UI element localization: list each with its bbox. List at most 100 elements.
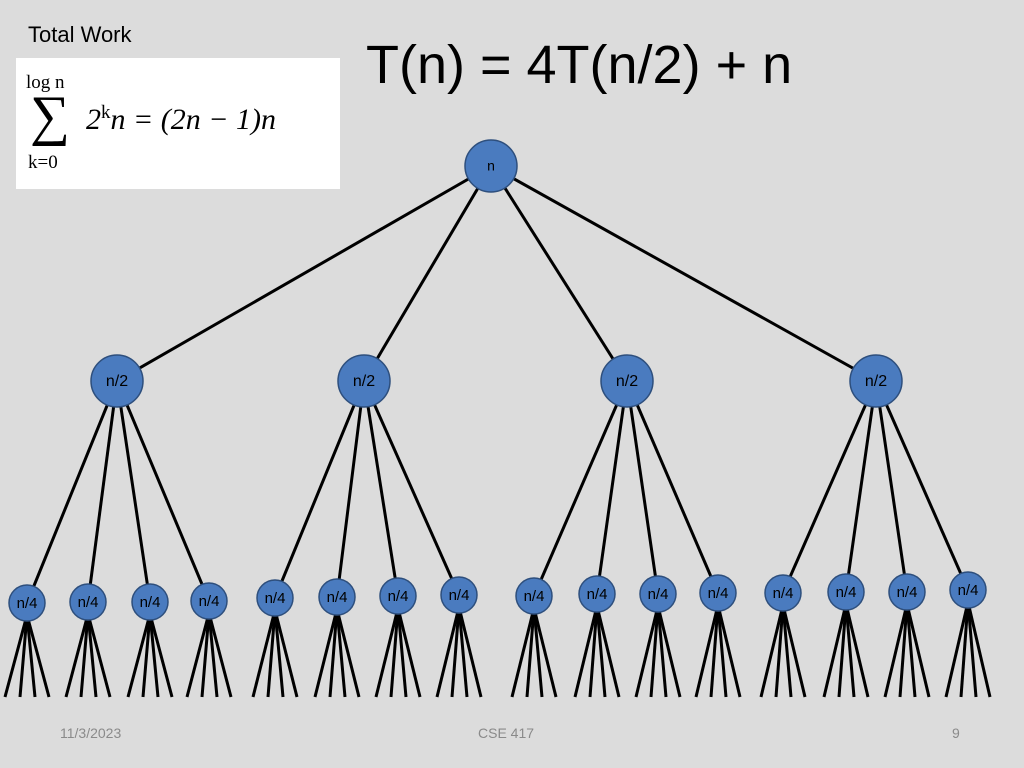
tree-node-l2-7: n/4 xyxy=(440,576,478,614)
edge-leaf-11-0 xyxy=(694,604,720,698)
tree-node-l2-9-label: n/4 xyxy=(587,586,608,603)
edge-leaf-0-0 xyxy=(3,614,29,698)
tree-node-l2-14-label: n/4 xyxy=(897,584,918,601)
edge-leaf-2-3 xyxy=(148,613,174,698)
edge-leaf-13-2 xyxy=(844,603,856,698)
edge-l1-l2-5 xyxy=(335,380,366,598)
tree-node-l2-15-label: n/4 xyxy=(958,582,979,599)
edge-leaf-3-1 xyxy=(200,612,211,698)
edge-leaf-0-1 xyxy=(18,614,29,698)
tree-node-l2-0-label: n/4 xyxy=(17,595,38,612)
edge-leaf-9-3 xyxy=(595,605,621,698)
edge-root-l1-2 xyxy=(489,165,629,382)
edge-leaf-6-3 xyxy=(396,607,422,698)
tree-node-l2-11: n/4 xyxy=(699,574,737,612)
edge-leaf-2-0 xyxy=(126,613,152,698)
tree-node-l2-11-circle xyxy=(699,574,737,612)
slide-title: T(n) = 4T(n/2) + n xyxy=(366,35,793,95)
tree-node-l2-10: n/4 xyxy=(639,575,677,613)
tree-node-l2-3-label: n/4 xyxy=(199,593,220,610)
tree-node-l2-14: n/4 xyxy=(888,573,926,611)
edge-leaf-13-1 xyxy=(837,603,848,698)
edge-leaf-11-2 xyxy=(716,604,728,698)
edge-leaf-7-2 xyxy=(457,606,469,698)
tree-node-l1-3-circle xyxy=(849,354,903,408)
tree-node-l2-1-circle xyxy=(69,583,107,621)
edge-leaf-9-2 xyxy=(595,605,607,698)
tree-node-l2-15-circle xyxy=(949,571,987,609)
edge-leaf-12-0 xyxy=(759,604,785,698)
edge-leaf-15-2 xyxy=(966,601,978,698)
tree-node-l1-0: n/2 xyxy=(90,354,144,408)
edge-leaf-14-1 xyxy=(898,603,909,698)
edge-leaf-7-0 xyxy=(435,606,461,698)
tree-node-l2-6: n/4 xyxy=(379,577,417,615)
edge-leaf-5-0 xyxy=(313,608,339,698)
edge-l1-l2-6 xyxy=(362,380,400,597)
heading-total-work: Total Work xyxy=(28,22,132,47)
edge-l1-l2-14 xyxy=(874,380,909,593)
edge-l1-l2-2 xyxy=(115,380,152,603)
edge-leaf-2-1 xyxy=(141,613,152,698)
edge-leaf-9-0 xyxy=(573,605,599,698)
edge-l1-l2-12 xyxy=(781,380,878,594)
tree-edges xyxy=(3,164,992,698)
edge-l1-l2-8 xyxy=(532,380,629,597)
tree-node-l2-15: n/4 xyxy=(949,571,987,609)
edge-leaf-4-3 xyxy=(273,609,299,698)
edge-leaf-15-0 xyxy=(944,601,970,698)
edge-root-l1-3 xyxy=(490,164,877,383)
tree-node-l2-3: n/4 xyxy=(190,582,228,620)
edge-leaf-12-2 xyxy=(781,604,793,698)
tree-node-l2-6-circle xyxy=(379,577,417,615)
tree-node-l2-3-circle xyxy=(190,582,228,620)
edge-leaf-11-3 xyxy=(716,604,742,698)
edge-leaf-7-1 xyxy=(450,606,461,698)
tree-node-l2-9: n/4 xyxy=(578,575,616,613)
sum-lower-limit: k=0 xyxy=(28,152,58,173)
sum-body: 2kn = (2n − 1)n xyxy=(86,102,276,137)
edge-leaf-3-2 xyxy=(207,612,219,698)
edge-leaf-8-2 xyxy=(532,607,544,698)
tree-node-l2-13-circle xyxy=(827,573,865,611)
edge-leaf-4-0 xyxy=(251,609,277,698)
edge-leaf-10-2 xyxy=(656,605,668,698)
edge-leaf-9-1 xyxy=(588,605,599,698)
tree-node-l2-0: n/4 xyxy=(8,584,46,622)
tree-node-l2-2: n/4 xyxy=(131,583,169,621)
edge-leaf-10-0 xyxy=(634,605,660,698)
tree-node-l2-12: n/4 xyxy=(764,574,802,612)
edge-leaf-12-1 xyxy=(774,604,785,698)
edge-l1-l2-0 xyxy=(25,380,119,604)
tree-node-root: n xyxy=(464,139,518,193)
tree-node-l2-5: n/4 xyxy=(318,578,356,616)
tree-node-l1-2-circle xyxy=(600,354,654,408)
tree-node-l2-6-label: n/4 xyxy=(388,588,409,605)
tree-node-l1-3-label: n/2 xyxy=(865,373,887,390)
sum-upper-limit: log n xyxy=(26,72,65,93)
tree-node-l1-2: n/2 xyxy=(600,354,654,408)
edge-l1-l2-1 xyxy=(86,380,119,603)
edge-leaf-5-1 xyxy=(328,608,339,698)
edge-l1-l2-9 xyxy=(595,380,629,595)
tree-node-l2-10-label: n/4 xyxy=(648,586,669,603)
sum-exponent: k xyxy=(101,102,111,123)
tree-node-l2-2-label: n/4 xyxy=(140,594,161,611)
edge-leaf-15-1 xyxy=(959,601,970,698)
edge-leaf-6-1 xyxy=(389,607,400,698)
tree-nodes: n n/2 n/2 n/2 n/2 n/4 n/4 n/4 n/4 n/4 n/4 n/4 n/4 n/4… xyxy=(8,139,987,622)
edge-leaf-2-2 xyxy=(148,613,160,698)
edge-leaf-14-2 xyxy=(905,603,917,698)
tree-node-l2-10-circle xyxy=(639,575,677,613)
tree-node-root-circle xyxy=(464,139,518,193)
tree-node-l2-12-label: n/4 xyxy=(773,585,794,602)
tree-node-l1-1-label: n/2 xyxy=(353,373,375,390)
tree-node-l2-4-label: n/4 xyxy=(265,590,286,607)
edge-leaf-7-3 xyxy=(457,606,483,698)
edge-leaf-1-2 xyxy=(86,613,98,698)
tree-node-l2-8: n/4 xyxy=(515,577,553,615)
edge-leaf-1-3 xyxy=(86,613,112,698)
edge-leaf-13-3 xyxy=(844,603,870,698)
edge-leaf-3-0 xyxy=(185,612,211,698)
